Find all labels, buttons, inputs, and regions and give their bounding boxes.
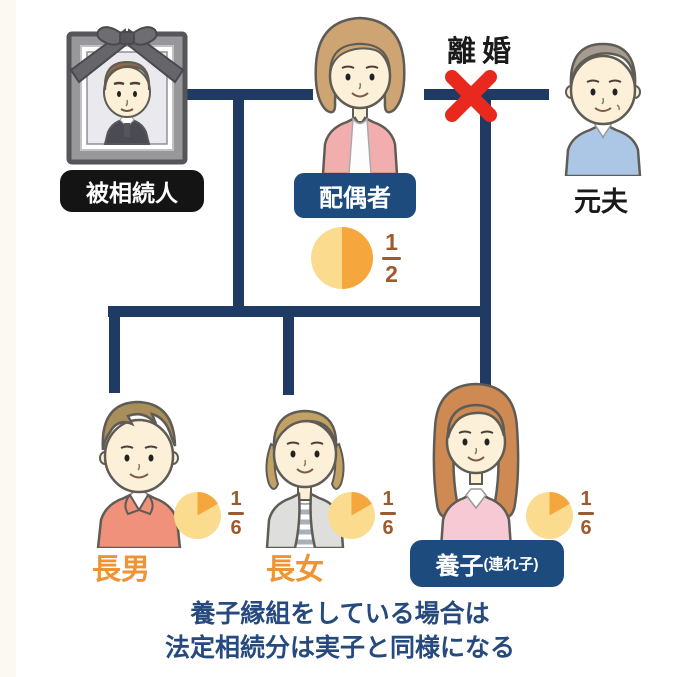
drop-line-daughter — [283, 310, 294, 395]
divorce-descent-line — [480, 98, 491, 390]
fraction-bar — [228, 512, 244, 515]
numerator: 1 — [385, 229, 398, 255]
divorce-label: 離婚 — [446, 36, 517, 68]
adopted-child-label-suffix: (連れ子) — [483, 556, 539, 573]
eldest-son-illustration — [96, 400, 182, 548]
denominator: 6 — [580, 517, 592, 539]
mourning-ribbon-icon — [69, 26, 185, 84]
note-line-2: 法定相続分は実子と同様になる — [0, 631, 680, 665]
eldest-daughter-illustration — [265, 409, 345, 548]
marriage-line-right — [424, 89, 549, 100]
numerator: 1 — [382, 488, 394, 510]
fraction-bar — [578, 512, 594, 515]
eldest-daughter-share-pie-icon — [328, 492, 375, 539]
denominator: 2 — [385, 261, 398, 287]
eldest-son-share-fraction: 1 6 — [228, 489, 244, 538]
spouse-label: 配偶者 — [294, 173, 416, 218]
fraction-bar — [380, 512, 396, 515]
divorce-x-icon — [445, 70, 497, 122]
note-line-1: 養子縁組をしている場合は — [190, 600, 490, 628]
note-text: 養子縁組をしている場合は 法定相続分は実子と同様になる — [0, 597, 680, 665]
note-line-2-prefix: 法定相続分は — [164, 634, 315, 662]
deceased-portrait-illustration — [66, 26, 188, 165]
adopted-child-share-fraction: 1 6 — [578, 489, 594, 538]
sibling-line — [108, 306, 491, 317]
adopted-child-illustration — [432, 382, 520, 548]
eldest-son-label: 長男 — [91, 554, 150, 586]
left-edge-strip — [0, 0, 16, 677]
spouse-share-fraction: 1 2 — [382, 231, 401, 286]
eldest-daughter-share-fraction: 1 6 — [380, 489, 396, 538]
spouse-share-pie-icon — [311, 227, 373, 289]
descent-line-vertical — [233, 95, 244, 316]
ex-husband-illustration — [564, 42, 642, 176]
note-line-2-bold: 実子と同様 — [314, 634, 440, 662]
note-line-2-suffix: になる — [440, 634, 516, 662]
eldest-daughter-label: 長女 — [265, 554, 324, 586]
drop-line-son — [109, 310, 120, 393]
deceased-label: 被相続人 — [60, 170, 204, 212]
fraction-bar — [382, 257, 401, 260]
spouse-illustration — [314, 16, 406, 174]
numerator: 1 — [230, 488, 242, 510]
ex-husband-label: 元夫 — [574, 187, 628, 217]
eldest-son-share-pie-icon — [174, 492, 221, 539]
marriage-line-left — [186, 89, 313, 100]
denominator: 6 — [382, 517, 394, 539]
denominator: 6 — [230, 517, 242, 539]
numerator: 1 — [580, 488, 592, 510]
adopted-child-label: 養子(連れ子) — [410, 540, 564, 587]
adopted-child-share-pie-icon — [526, 492, 573, 539]
